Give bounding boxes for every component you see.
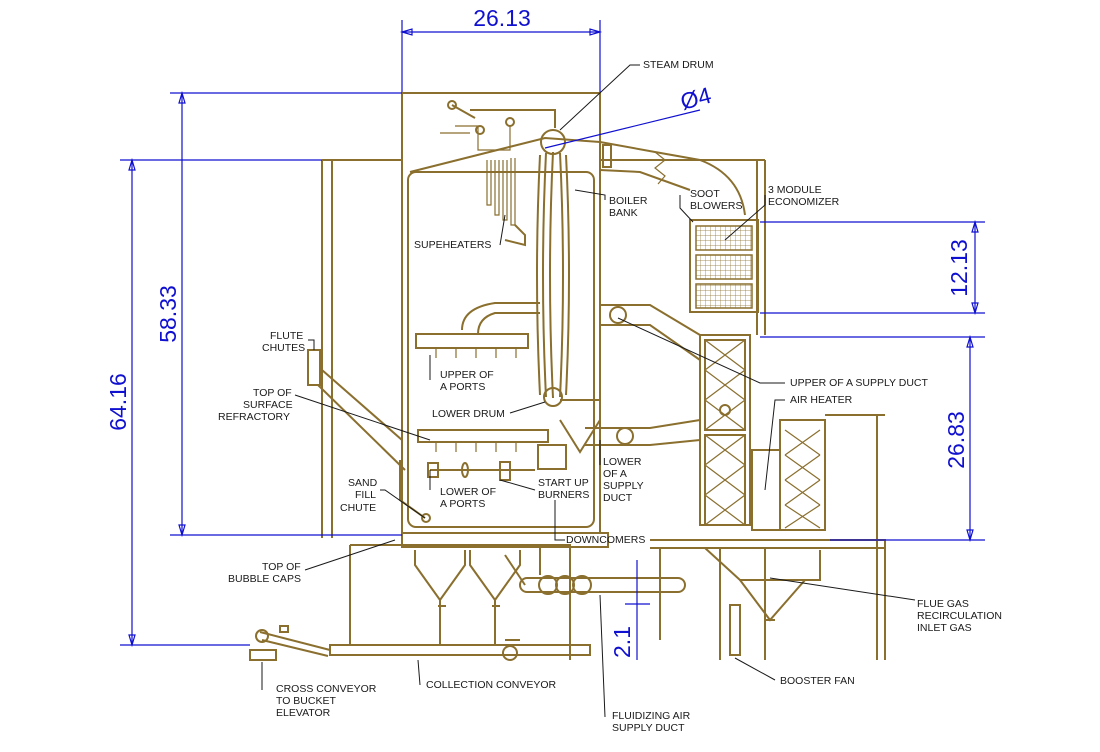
- label-boiler-bank-2: BANK: [609, 207, 638, 219]
- label-fluidizing-air-2: SUPPLY DUCT: [612, 722, 685, 734]
- label-soot-blowers-2: BLOWERS: [690, 200, 743, 212]
- flute-chutes: [307, 349, 406, 471]
- label-top-refractory: TOP OF: [253, 387, 292, 399]
- lower-a-ports: [417, 429, 567, 481]
- label-top-refractory-2: SURFACE: [243, 399, 293, 411]
- dim-air-heater-height: 26.83: [943, 411, 969, 469]
- labels: STEAM DRUM BOILER BANK SOOT BLOWERS 3 MO…: [218, 59, 1002, 734]
- label-superheaters: SUPEHEATERS: [414, 239, 491, 251]
- label-flute-chutes-2: CHUTES: [262, 342, 305, 354]
- label-booster-fan: BOOSTER FAN: [780, 675, 855, 687]
- label-upper-a-ports: UPPER OF: [440, 369, 494, 381]
- boiler-bank-tubes: [536, 151, 570, 399]
- label-upper-supply-duct: UPPER OF A SUPPLY DUCT: [790, 377, 928, 389]
- label-flute-chutes: FLUTE: [270, 330, 303, 342]
- label-boiler-bank: BOILER: [609, 195, 648, 207]
- label-upper-a-ports-2: A PORTS: [440, 381, 485, 393]
- collection-conveyor: [329, 639, 591, 661]
- dim-height-58: 58.33: [155, 285, 181, 343]
- label-top-refractory-3: REFRACTORY: [218, 411, 290, 423]
- label-bubble-caps-2: BUBBLE CAPS: [228, 573, 301, 585]
- fluidizing-air-duct: [504, 554, 686, 595]
- air-heater: [699, 334, 826, 531]
- superheater-tubes: [486, 158, 526, 247]
- label-sand-fill-3: CHUTE: [340, 502, 376, 514]
- label-startup-burners: START UP: [538, 477, 589, 489]
- label-soot-blowers: SOOT: [690, 188, 720, 200]
- label-fluidizing-air: FLUIDIZING AIR: [612, 710, 691, 722]
- label-sand-fill-2: FILL: [355, 489, 376, 501]
- label-lower-a-ports: LOWER OF: [440, 486, 496, 498]
- label-downcomers: DOWNCOMERS: [566, 534, 645, 546]
- label-cross-conveyor-3: ELEVATOR: [276, 707, 331, 719]
- label-flue-gas: FLUE GAS: [917, 598, 969, 610]
- label-collection-conveyor: COLLECTION CONVEYOR: [426, 679, 557, 691]
- label-air-heater: AIR HEATER: [790, 394, 853, 406]
- label-lower-supply-duct-2: OF A: [603, 468, 627, 480]
- label-steam-drum: STEAM DRUM: [643, 59, 714, 71]
- furnace-inner-wall: [407, 171, 595, 528]
- dim-drum-diameter: Ø4: [678, 82, 715, 115]
- cross-conveyor: [249, 625, 331, 661]
- dimension-lines: [120, 20, 985, 660]
- steam-drum: [540, 129, 566, 155]
- upper-a-ports: [415, 302, 540, 358]
- label-startup-burners-2: BURNERS: [538, 489, 589, 501]
- leader-lines: [261, 64, 916, 718]
- booster-fan: [729, 604, 741, 656]
- label-bubble-caps: TOP OF: [262, 561, 301, 573]
- label-cross-conveyor-2: TO BUCKET: [276, 695, 336, 707]
- label-lower-supply-duct: LOWER: [603, 456, 642, 468]
- equipment: [249, 92, 886, 661]
- label-economizer: 3 MODULE: [768, 184, 822, 196]
- dim-economizer-height: 12.13: [946, 239, 972, 297]
- label-flue-gas-2: RECIRCULATION: [917, 610, 1002, 622]
- dim-height-64: 64.16: [105, 373, 131, 431]
- label-lower-a-ports-2: A PORTS: [440, 498, 485, 510]
- dim-fan-height: 2.1: [609, 626, 635, 658]
- label-lower-drum: LOWER DRUM: [432, 408, 505, 420]
- label-flue-gas-3: INLET GAS: [917, 622, 972, 634]
- label-lower-supply-duct-4: DUCT: [603, 492, 633, 504]
- lower-drum: [543, 387, 563, 407]
- label-lower-supply-duct-3: SUPPLY: [603, 480, 644, 492]
- label-sand-fill: SAND: [348, 477, 378, 489]
- dim-top-width: 26.13: [473, 5, 531, 31]
- label-economizer-2: ECONOMIZER: [768, 196, 840, 208]
- economizer: [689, 219, 759, 313]
- label-cross-conveyor: CROSS CONVEYOR: [276, 683, 377, 695]
